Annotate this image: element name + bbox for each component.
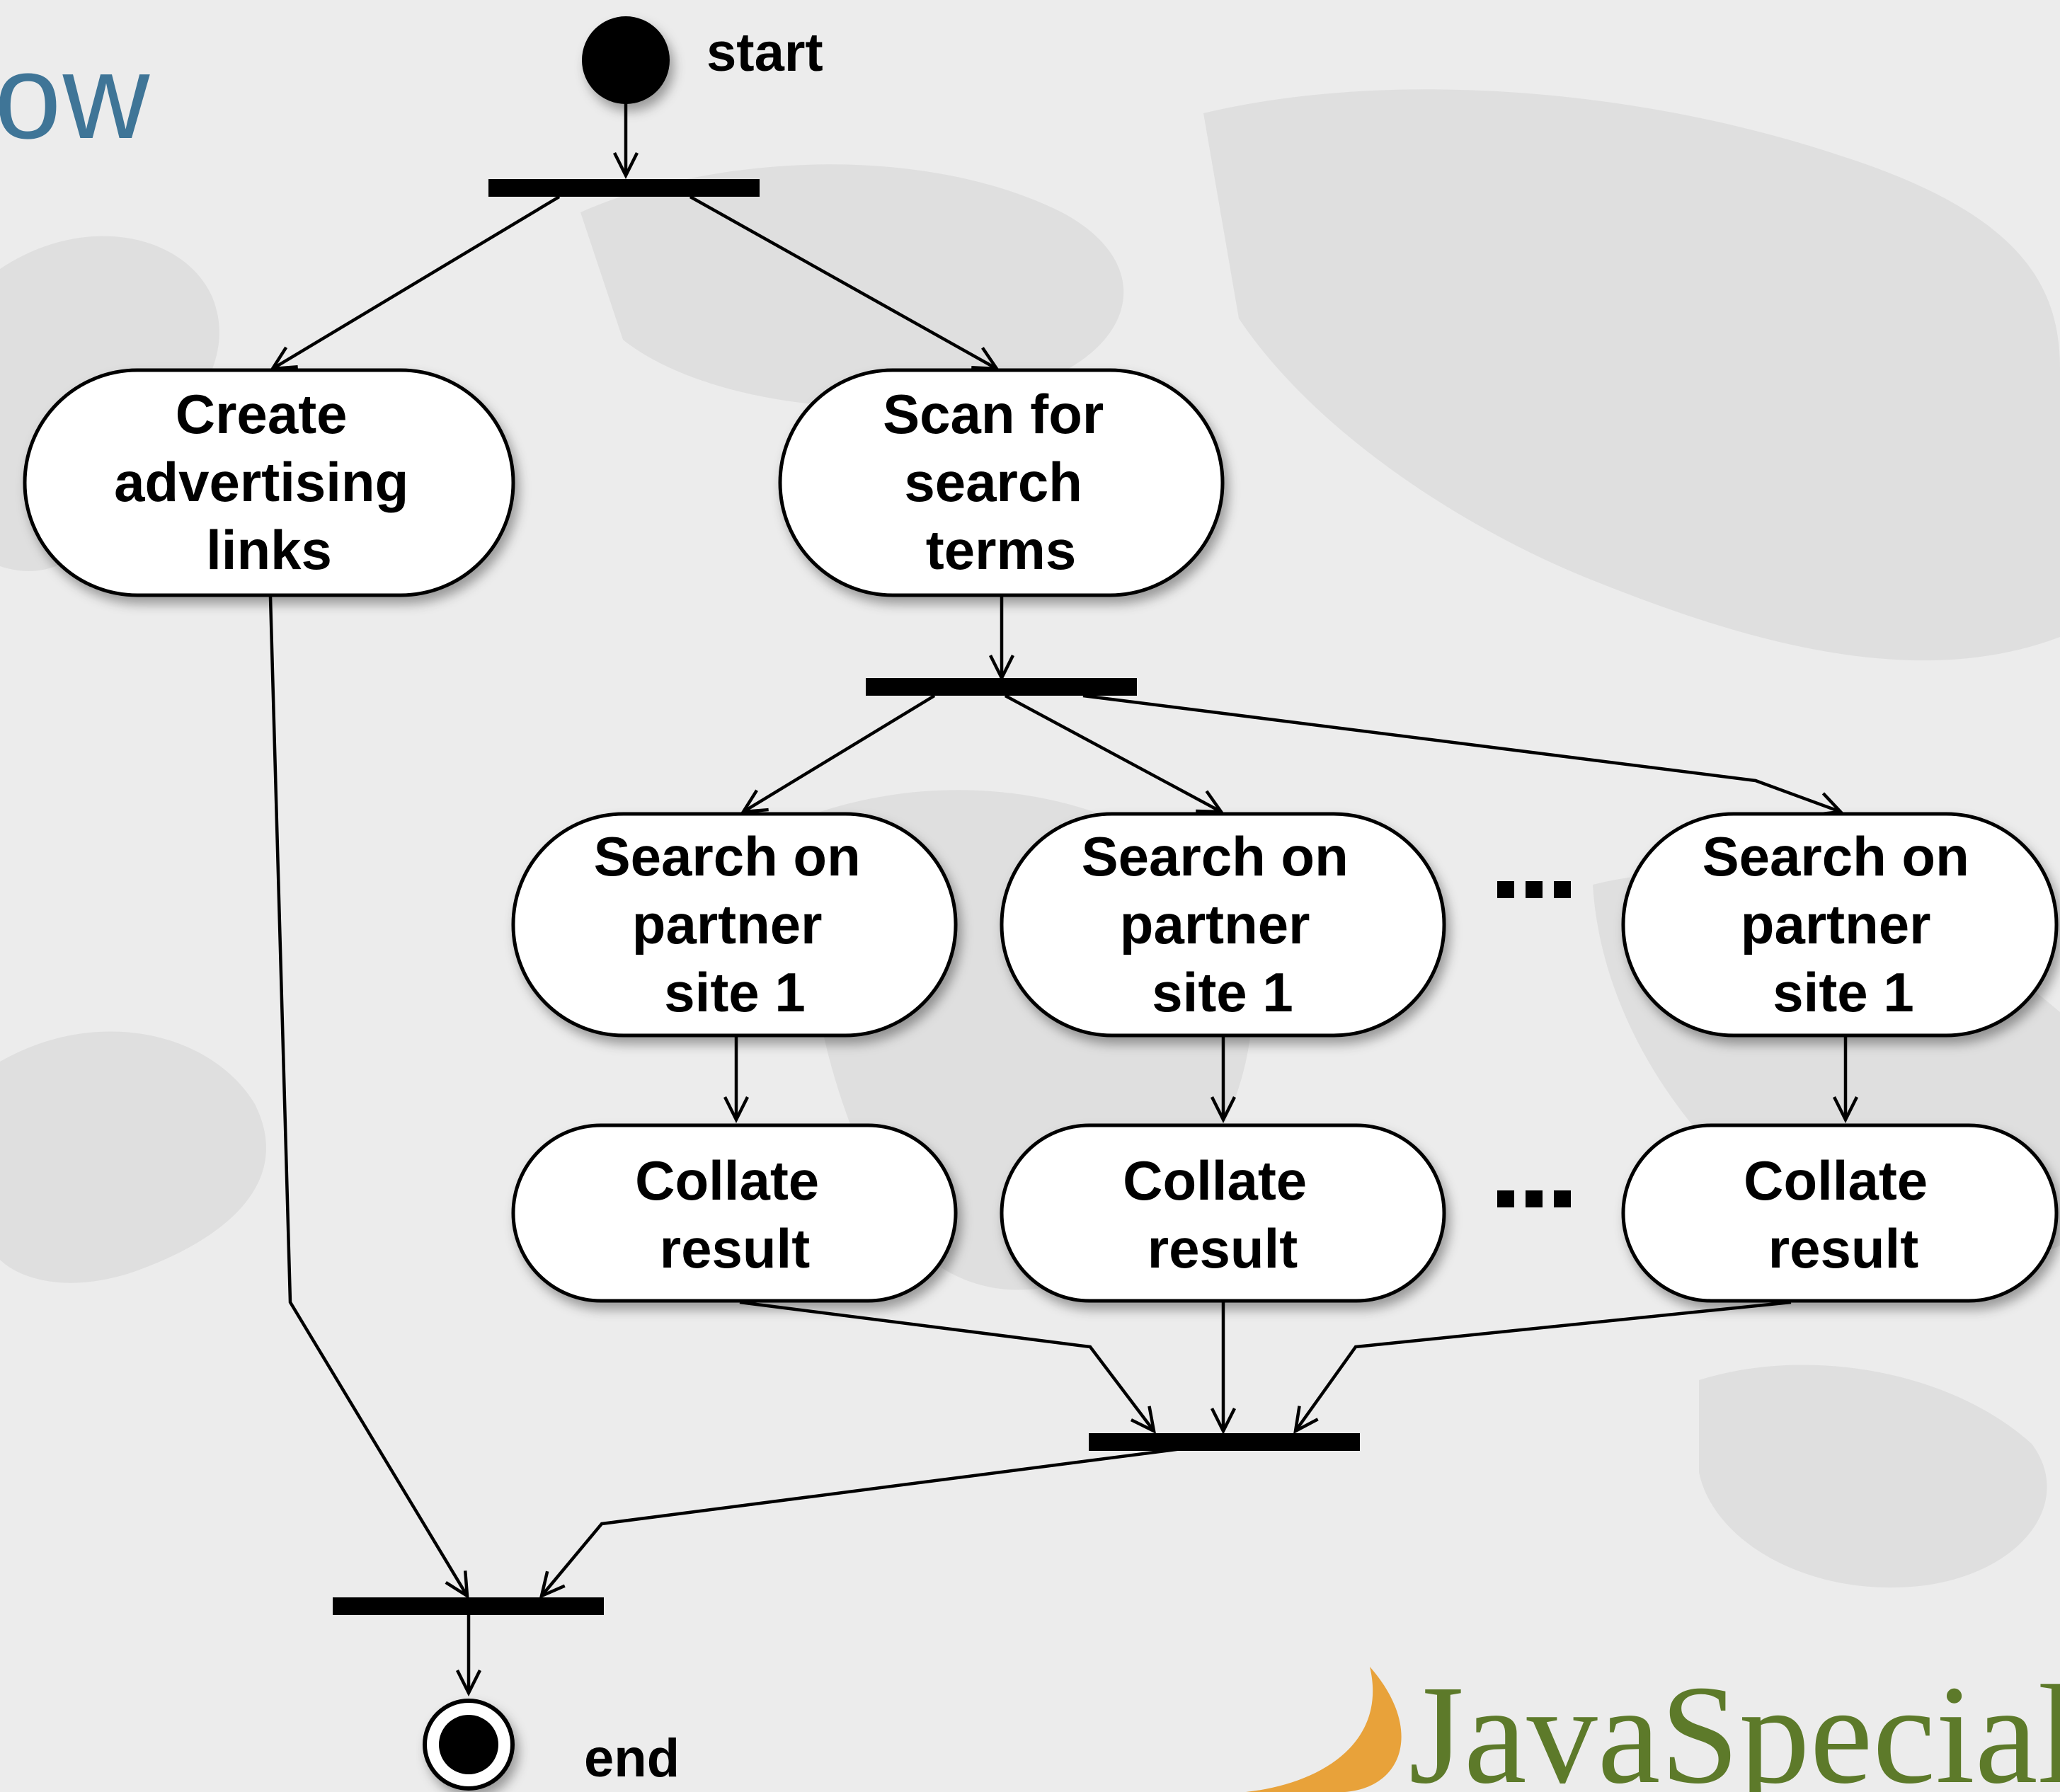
svg-text:JavaSpecialists.e: JavaSpecialists.e bbox=[1409, 1657, 2060, 1792]
fork-bar-2 bbox=[866, 678, 1137, 696]
sync-bars bbox=[333, 179, 1360, 1615]
join-bar-1 bbox=[1089, 1433, 1360, 1451]
end-label: end bbox=[584, 1728, 680, 1788]
node-collate-result-c: Collate result bbox=[1621, 1123, 2059, 1303]
edge-fork2-to-search1 bbox=[740, 694, 936, 814]
edge-create-to-final-join bbox=[268, 596, 469, 1599]
node-search-partner-site-b: Search on partner site 1 bbox=[1000, 812, 1446, 1038]
edges bbox=[268, 103, 1859, 1697]
edge-fork2-to-search2 bbox=[1004, 694, 1225, 814]
svg-text:Search on partner: Search on partner site 1 bbox=[1082, 825, 1364, 1023]
node-scan-search-terms: Scan for search terms bbox=[778, 368, 1225, 597]
node-search-partner-site-a: Search on partner site 1 bbox=[511, 812, 958, 1038]
svg-text:Collate result: Collate result bbox=[1744, 1149, 1943, 1280]
node-collate-result-b: Collate result bbox=[1000, 1123, 1446, 1303]
end-node: end bbox=[423, 1699, 680, 1791]
start-label: start bbox=[706, 23, 823, 83]
svg-text:Scan for search te: Scan for search terms bbox=[883, 383, 1119, 581]
svg-text:Collate result: Collate result bbox=[635, 1149, 835, 1280]
logo-text: JavaSpecialists bbox=[1409, 1657, 2060, 1792]
node-collate-result-a: Collate result bbox=[511, 1123, 958, 1303]
crescent-moon-icon bbox=[1246, 1667, 1402, 1792]
ellipsis-collate-row bbox=[1497, 1190, 1571, 1207]
javaspecialists-logo: JavaSpecialists.e bbox=[1246, 1657, 2060, 1792]
join-bar-final bbox=[333, 1597, 604, 1615]
edge-fork2-to-search3 bbox=[1082, 694, 1844, 817]
svg-text:Create advertising: Create advertising links bbox=[114, 383, 424, 581]
edge-fork1-to-scan bbox=[689, 195, 1000, 371]
ellipsis-search-row bbox=[1497, 881, 1571, 898]
svg-text:Search on partner: Search on partner site 1 bbox=[594, 825, 876, 1023]
svg-text:Collate result: Collate result bbox=[1123, 1149, 1322, 1280]
edge-collate3-to-join bbox=[1293, 1300, 1792, 1435]
node-create-advertising-links: Create advertising links bbox=[23, 368, 515, 597]
node-search-partner-site-c: Search on partner site 1 bbox=[1621, 812, 2059, 1038]
edge-join-to-final-join bbox=[539, 1444, 1204, 1599]
fork-bar-1 bbox=[488, 179, 760, 197]
start-node: start bbox=[582, 16, 823, 104]
page-title-fragment: ow bbox=[0, 30, 151, 164]
edge-collate1-to-join bbox=[739, 1300, 1157, 1435]
svg-text:Search on partner: Search on partner site 1 bbox=[1703, 825, 1985, 1023]
edge-fork1-to-create bbox=[269, 195, 561, 371]
